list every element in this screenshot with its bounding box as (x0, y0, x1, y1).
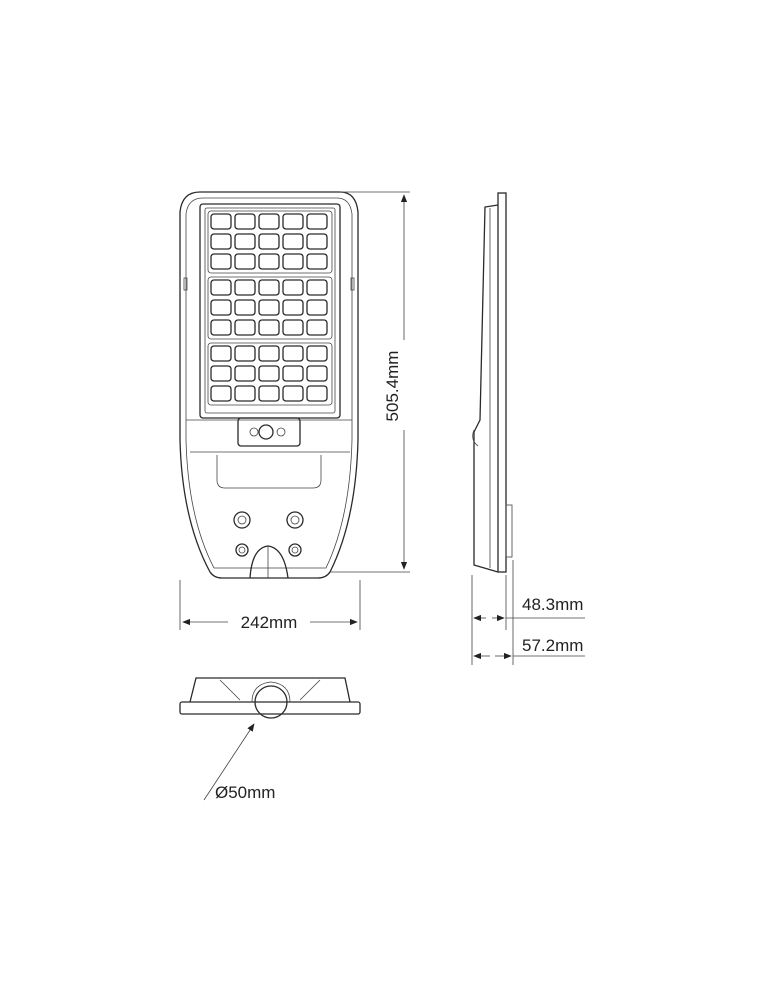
width-dimension: 242mm (179, 580, 361, 632)
solar-cell (282, 279, 304, 296)
solar-cell (234, 233, 256, 250)
solar-cell (282, 319, 304, 336)
solar-cell (210, 319, 232, 336)
panel-group (207, 276, 333, 340)
solar-cell (282, 385, 304, 402)
solar-cell (234, 385, 256, 402)
solar-panel-cells (207, 210, 333, 406)
depth-body-label: 48.3mm (522, 595, 583, 614)
solar-cell (210, 233, 232, 250)
solar-cell (258, 253, 280, 270)
solar-cell (234, 345, 256, 362)
depth-dimensions: 48.3mm 57.2mm (471, 560, 585, 665)
bottom-view: Ø50mm (179, 677, 361, 802)
solar-cell (282, 213, 304, 230)
solar-cell (306, 279, 328, 296)
solar-cell (306, 319, 328, 336)
solar-cell (306, 213, 328, 230)
solar-cell (234, 253, 256, 270)
solar-cell (210, 299, 232, 316)
solar-cell (306, 385, 328, 402)
solar-cell (306, 345, 328, 362)
front-view (179, 191, 359, 579)
solar-cell (258, 365, 280, 382)
solar-cell (282, 233, 304, 250)
solar-cell (306, 365, 328, 382)
solar-cell (258, 345, 280, 362)
solar-cell (210, 253, 232, 270)
panel-group (207, 210, 333, 274)
solar-cell (210, 385, 232, 402)
solar-cell (306, 299, 328, 316)
solar-cell (258, 319, 280, 336)
motion-sensor (237, 417, 301, 447)
solar-cell (210, 365, 232, 382)
solar-cell (234, 365, 256, 382)
solar-cell (210, 279, 232, 296)
solar-cell (282, 299, 304, 316)
side-view (472, 192, 513, 573)
solar-cell (234, 213, 256, 230)
width-label: 242mm (241, 613, 298, 632)
solar-cell (258, 233, 280, 250)
solar-cell (258, 213, 280, 230)
solar-cell (234, 279, 256, 296)
solar-cell (234, 299, 256, 316)
mounting-bolts (233, 511, 304, 557)
solar-cell (282, 253, 304, 270)
pole-mount (254, 685, 288, 719)
solar-cell (258, 385, 280, 402)
panel-group (207, 342, 333, 406)
solar-cell (282, 345, 304, 362)
solar-cell (210, 345, 232, 362)
solar-cell (258, 279, 280, 296)
depth-total-label: 57.2mm (522, 636, 583, 655)
solar-cell (258, 299, 280, 316)
height-dimension: 505.4mm (330, 191, 410, 573)
pole-diameter-label: Ø50mm (215, 783, 275, 802)
height-label: 505.4mm (383, 351, 402, 422)
solar-cell (210, 213, 232, 230)
solar-cell (234, 319, 256, 336)
solar-cell (306, 233, 328, 250)
solar-cell (282, 365, 304, 382)
solar-cell (306, 253, 328, 270)
